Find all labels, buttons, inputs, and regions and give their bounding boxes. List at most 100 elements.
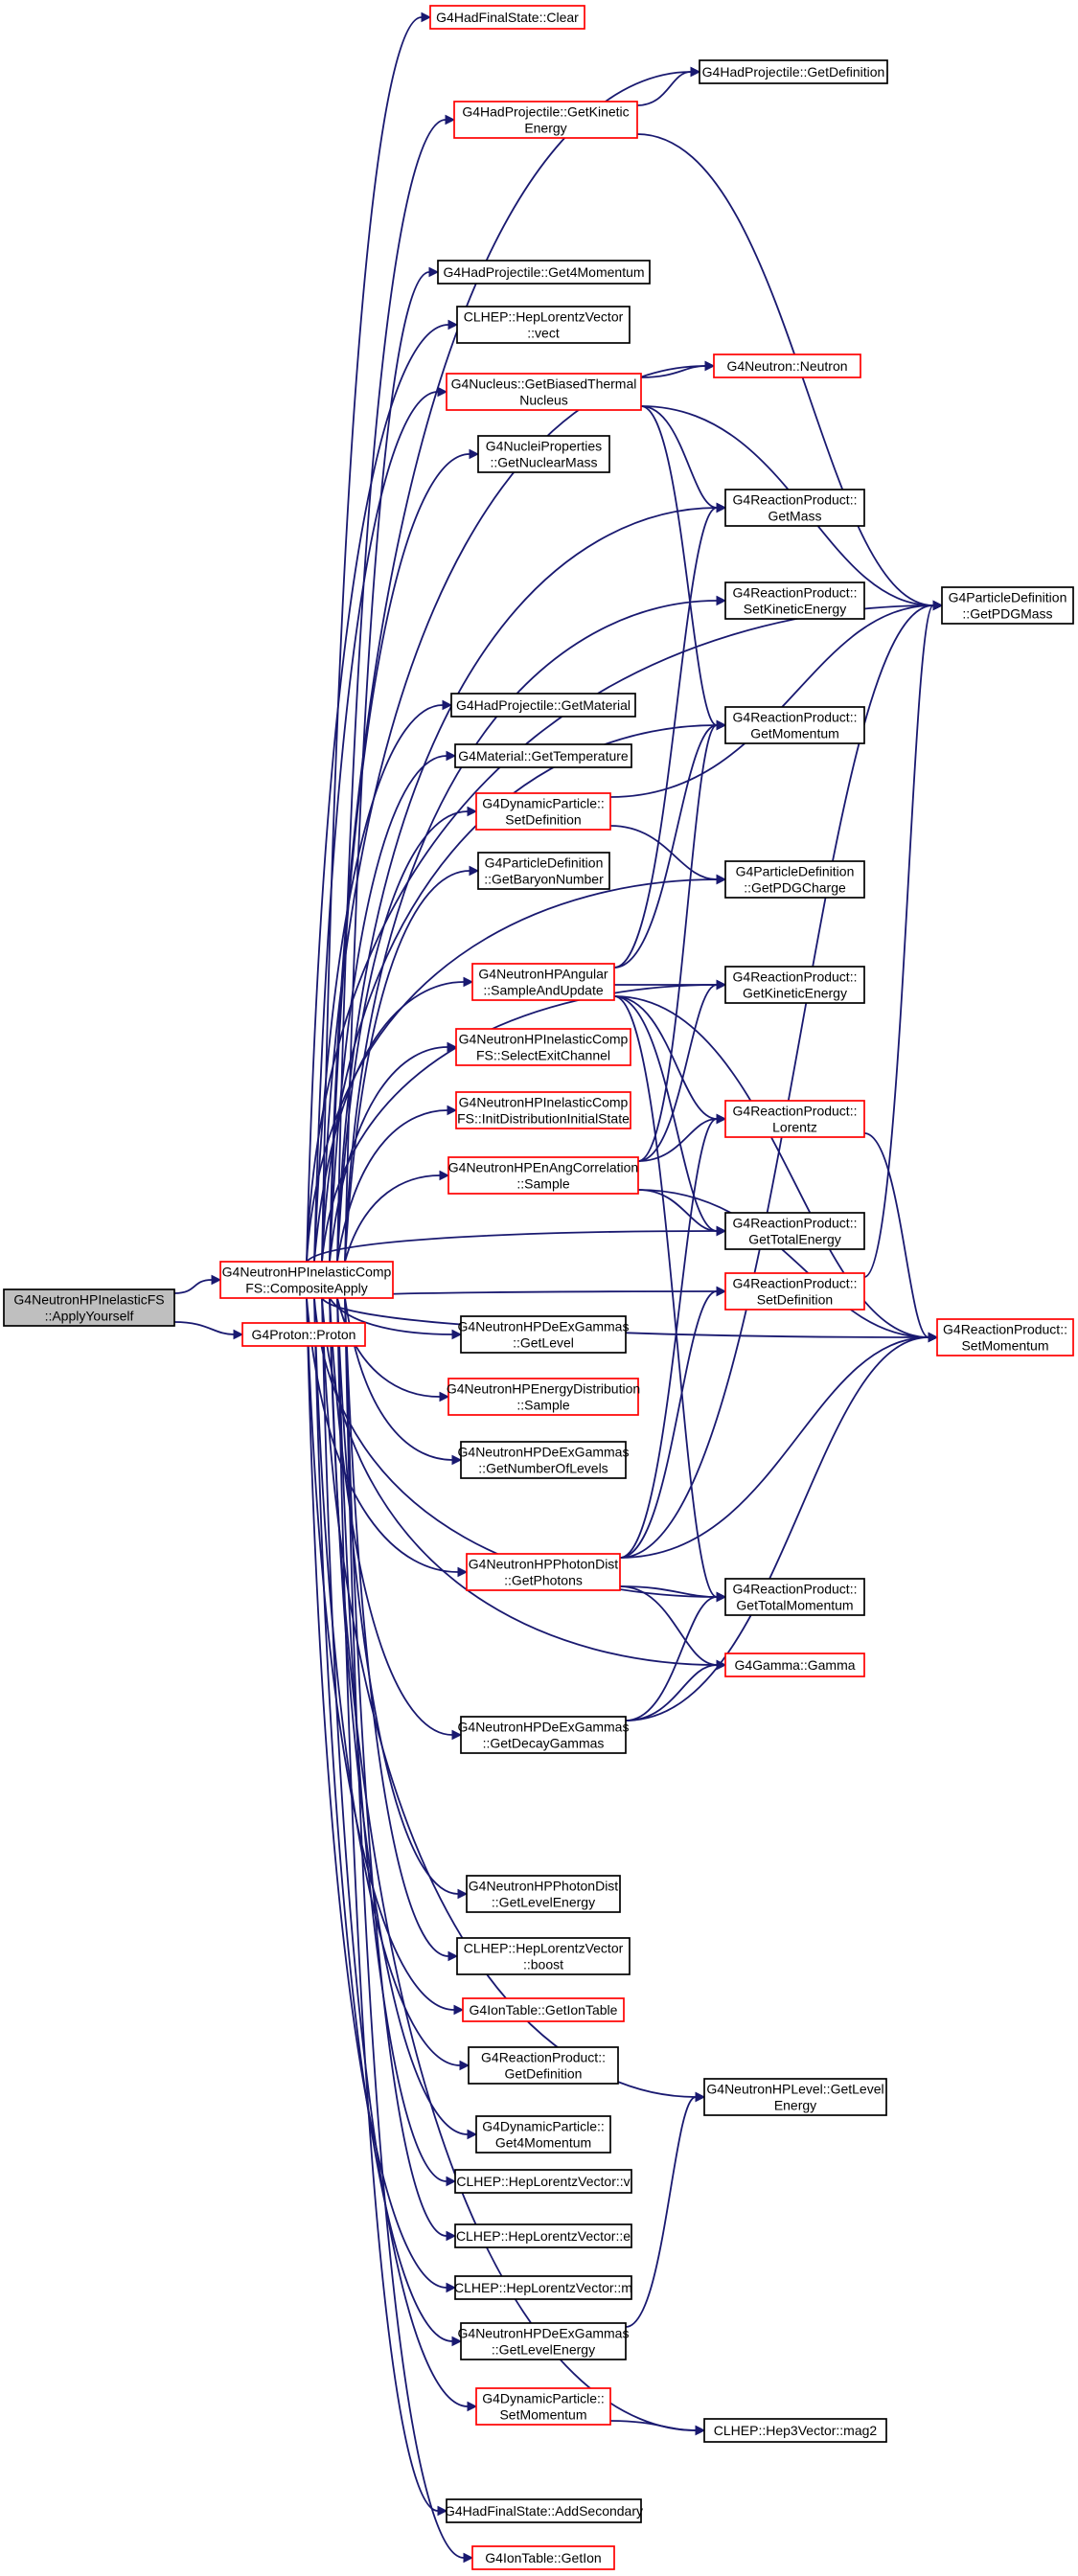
node-box: [460, 1315, 627, 1354]
node-rpSetMom[interactable]: G4ReactionProduct::SetMomentum: [936, 1318, 1074, 1356]
node-label: ::GetPhotons: [504, 1573, 583, 1588]
node-projGetDefinition[interactable]: G4HadProjectile::GetDefinition: [699, 59, 888, 84]
node-label: ::ApplyYourself: [45, 1309, 134, 1324]
edge-arrowhead: [459, 2060, 470, 2071]
node-lorentzBoost[interactable]: CLHEP::HepLorentzVector::boost: [456, 1937, 631, 1975]
node-box: [475, 792, 611, 831]
node-box: [713, 353, 861, 378]
node-label: Get4Momentum: [495, 2135, 591, 2151]
node-addSecondary[interactable]: G4HadFinalState::AddSecondary: [445, 2498, 643, 2523]
node-proton[interactable]: G4Proton::Proton: [241, 1322, 366, 1347]
edge-arrowhead: [446, 2176, 457, 2187]
edge-compositeApply-to-projGetMaterial: [313, 699, 453, 1263]
edge-arrowhead: [704, 360, 716, 372]
edge-arrowhead: [716, 979, 727, 991]
edge-line: [329, 1297, 697, 2431]
edge-deexDecay-to-rpGetTotalMom: [625, 1591, 727, 1721]
node-rpGetKinetic[interactable]: G4ReactionProduct::GetKineticEnergy: [724, 966, 865, 1004]
node-ionGetIon[interactable]: G4IonTable::GetIon: [471, 2545, 615, 2570]
node-label: ::GetLevelEnergy: [492, 1895, 595, 1910]
node-enAngSample[interactable]: G4NeutronHPEnAngCorrelation::Sample: [447, 1156, 639, 1195]
node-label: G4NucleiProperties: [486, 439, 602, 454]
edge-compositeApply-to-selectExit: [329, 1041, 458, 1263]
node-label: GetMomentum: [750, 726, 839, 741]
node-dynSetDef[interactable]: G4DynamicParticle::SetDefinition: [475, 792, 611, 831]
node-label: G4HadFinalState::Clear: [436, 10, 579, 25]
node-deexDecay[interactable]: G4NeutronHPDeExGammas::GetDecayGammas: [458, 1716, 630, 1754]
node-dynSetMom[interactable]: G4DynamicParticle::SetMomentum: [475, 2387, 611, 2426]
node-neutron[interactable]: G4Neutron::Neutron: [713, 353, 861, 378]
edge-line: [336, 1297, 439, 2512]
node-nucleiMass[interactable]: G4NucleiProperties::GetNuclearMass: [477, 435, 610, 473]
node-box: [703, 2418, 887, 2443]
node-label: Lorentz: [772, 1120, 817, 1135]
edge-arrowhead: [447, 1105, 458, 1116]
node-projGetMaterial[interactable]: G4HadProjectile::GetMaterial: [450, 693, 636, 718]
node-compositeApply[interactable]: G4NeutronHPInelasticCompFS::CompositeApp…: [219, 1261, 394, 1299]
node-rpGetTotalMom[interactable]: G4ReactionProduct::GetTotalMomentum: [724, 1578, 865, 1616]
edge-angSample-to-rpGetKinetic: [613, 979, 727, 991]
node-photonGetPhotons[interactable]: G4NeutronHPPhotonDist::GetPhotons: [466, 1553, 621, 1591]
node-deexNumLevels[interactable]: G4NeutronHPDeExGammas::GetNumberOfLevels: [458, 1441, 630, 1479]
node-label: Energy: [524, 121, 566, 136]
edge-line: [637, 1189, 929, 1338]
node-dynGet4Mom[interactable]: G4DynamicParticle::Get4Momentum: [475, 2115, 611, 2154]
node-lorentzVect[interactable]: CLHEP::HepLorentzVector::vect: [456, 306, 631, 344]
node-rpGetMomentum[interactable]: G4ReactionProduct::GetMomentum: [724, 706, 865, 744]
edge-line: [637, 1118, 718, 1162]
node-box: [455, 1091, 631, 1129]
node-rpGetDef[interactable]: G4ReactionProduct::GetDefinition: [468, 2046, 619, 2085]
node-rpLorentz[interactable]: G4ReactionProduct::Lorentz: [724, 1100, 865, 1138]
node-hpLevelE[interactable]: G4NeutronHPLevel::GetLevelEnergy: [703, 2078, 887, 2116]
node-deexLevelE[interactable]: G4NeutronHPDeExGammas::GetLevelEnergy: [458, 2322, 630, 2360]
node-box: [454, 2169, 632, 2194]
node-box: [454, 2275, 632, 2300]
edge-compositeApply-to-lorentzE: [344, 1297, 457, 2242]
node-pdGetPDGCharge[interactable]: G4ParticleDefinition::GetPDGCharge: [724, 860, 865, 899]
node-label: G4ReactionProduct::: [733, 1216, 858, 1231]
node-rpSetKinetic[interactable]: G4ReactionProduct::SetKineticEnergy: [724, 581, 865, 620]
edge-arrowhead: [463, 2552, 474, 2564]
node-rpSetDef[interactable]: G4ReactionProduct::SetDefinition: [724, 1272, 865, 1311]
node-label: G4NeutronHPEnergyDistribution: [447, 1381, 640, 1397]
edge-enAngSample-to-rpGetKinetic: [637, 979, 727, 1162]
node-rpGetTotalE[interactable]: G4ReactionProduct::GetTotalEnergy: [724, 1212, 865, 1250]
node-gamma[interactable]: G4Gamma::Gamma: [724, 1653, 865, 1677]
node-label: SetMomentum: [499, 2407, 586, 2423]
node-root[interactable]: G4NeutronHPInelasticFS::ApplyYourself: [3, 1288, 175, 1327]
node-hep3Mag2[interactable]: CLHEP::Hep3Vector::mag2: [703, 2418, 887, 2443]
edge-rpSetDef-to-pdGetPDGMass: [863, 600, 944, 1278]
node-label: SetKineticEnergy: [744, 602, 846, 617]
edge-arrowhead: [716, 595, 727, 606]
node-deexGetLevel[interactable]: G4NeutronHPDeExGammas::GetLevel: [458, 1315, 630, 1354]
node-label: CLHEP::Hep3Vector::mag2: [714, 2423, 878, 2438]
node-label: G4Proton::Proton: [252, 1327, 356, 1342]
node-pdBaryon[interactable]: G4ParticleDefinition::GetBaryonNumber: [477, 852, 610, 890]
node-projGetKinetic[interactable]: G4HadProjectile::GetKineticEnergy: [453, 101, 638, 139]
node-matGetTemp[interactable]: G4Material::GetTemperature: [454, 743, 632, 768]
node-lorentzE[interactable]: CLHEP::HepLorentzVector::e: [454, 2223, 632, 2248]
node-box: [447, 1156, 639, 1195]
node-lorentzV[interactable]: CLHEP::HepLorentzVector::v: [454, 2169, 632, 2194]
edge-line: [613, 724, 718, 969]
edge-arrowhead: [439, 1170, 450, 1181]
node-enDistSample[interactable]: G4NeutronHPEnergyDistribution::Sample: [447, 1378, 640, 1416]
edge-arrowhead: [716, 502, 727, 513]
node-ionGetTable[interactable]: G4IonTable::GetIonTable: [462, 1997, 625, 2022]
node-angSample[interactable]: G4NeutronHPAngular::SampleAndUpdate: [471, 963, 615, 1001]
node-initDist[interactable]: G4NeutronHPInelasticCompFS::InitDistribu…: [455, 1091, 631, 1129]
node-pdGetPDGMass[interactable]: G4ParticleDefinition::GetPDGMass: [941, 586, 1074, 625]
edge-projGetKinetic-to-projGetDefinition: [636, 66, 701, 106]
node-box: [475, 2115, 611, 2154]
node-rpGetMass[interactable]: G4ReactionProduct::GetMass: [724, 489, 865, 527]
node-label: G4NeutronHPDeExGammas: [458, 1445, 630, 1460]
node-finalClear[interactable]: G4HadFinalState::Clear: [429, 5, 585, 30]
node-projGet4Mom[interactable]: G4HadProjectile::Get4Momentum: [437, 260, 651, 285]
node-selectExit[interactable]: G4NeutronHPInelasticCompFS::SelectExitCh…: [455, 1028, 631, 1066]
edge-line: [336, 507, 718, 1263]
node-box: [462, 1997, 625, 2022]
node-photonLevelE[interactable]: G4NeutronHPPhotonDist::GetLevelEnergy: [466, 1875, 621, 1913]
node-lorentzM[interactable]: CLHEP::HepLorentzVector::m: [454, 2275, 632, 2300]
